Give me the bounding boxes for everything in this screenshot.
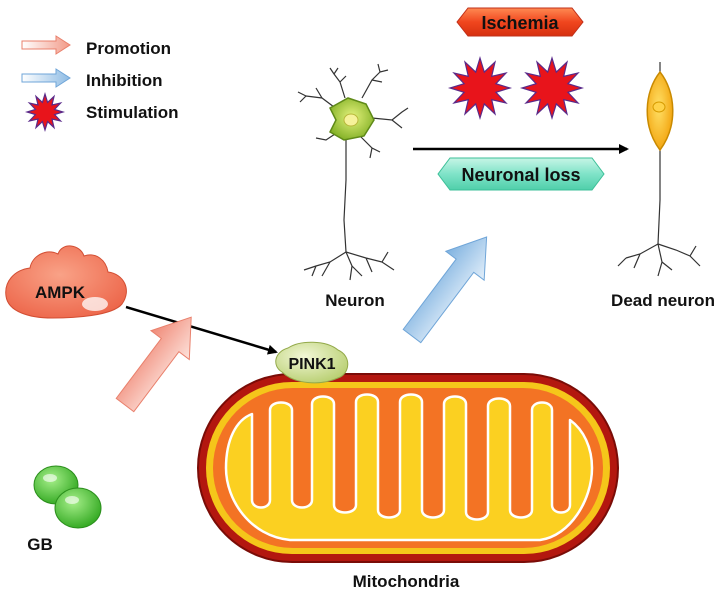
dead-neuron-icon: [617, 62, 701, 277]
ischemia-box: Ischemia: [456, 7, 584, 37]
mitochondria: [197, 373, 619, 563]
neuronal-loss-label: Neuronal loss: [461, 165, 580, 185]
legend-stimulation-label: Stimulation: [86, 103, 179, 122]
ischemia-star-right-icon: [519, 55, 585, 121]
ampk-protein: AMPK: [5, 245, 127, 319]
gb-promotion-arrow: [115, 316, 192, 413]
dead-neuron-label: Dead neuron: [611, 291, 715, 310]
mitochondria-label: Mitochondria: [353, 572, 460, 591]
neuron-nucleus: [343, 113, 359, 127]
neuronal-loss-box: Neuronal loss: [437, 157, 605, 191]
legend-promotion-label: Promotion: [86, 39, 171, 58]
pink1-protein: PINK1: [275, 341, 349, 384]
dead-neuron-nucleus: [652, 101, 666, 113]
mito-inhibition-arrow: [402, 236, 488, 344]
ampk-to-pink1-arrow: [125, 305, 278, 355]
ischemia-star-left-icon: [447, 55, 513, 121]
neuron-label: Neuron: [325, 291, 385, 310]
ischemia-label: Ischemia: [481, 13, 559, 33]
inhibition-arrow-icon: [21, 68, 71, 88]
pink1-label: PINK1: [288, 356, 335, 373]
ampk-label: AMPK: [35, 283, 86, 302]
legend: Promotion Inhibition Stimulation: [21, 35, 179, 133]
gb-label: GB: [27, 535, 53, 554]
stimulation-star-icon: [24, 91, 66, 133]
gb-molecule: [33, 465, 102, 529]
neuron-icon: [297, 63, 409, 281]
promotion-arrow-icon: [21, 35, 71, 55]
legend-inhibition-label: Inhibition: [86, 71, 162, 90]
